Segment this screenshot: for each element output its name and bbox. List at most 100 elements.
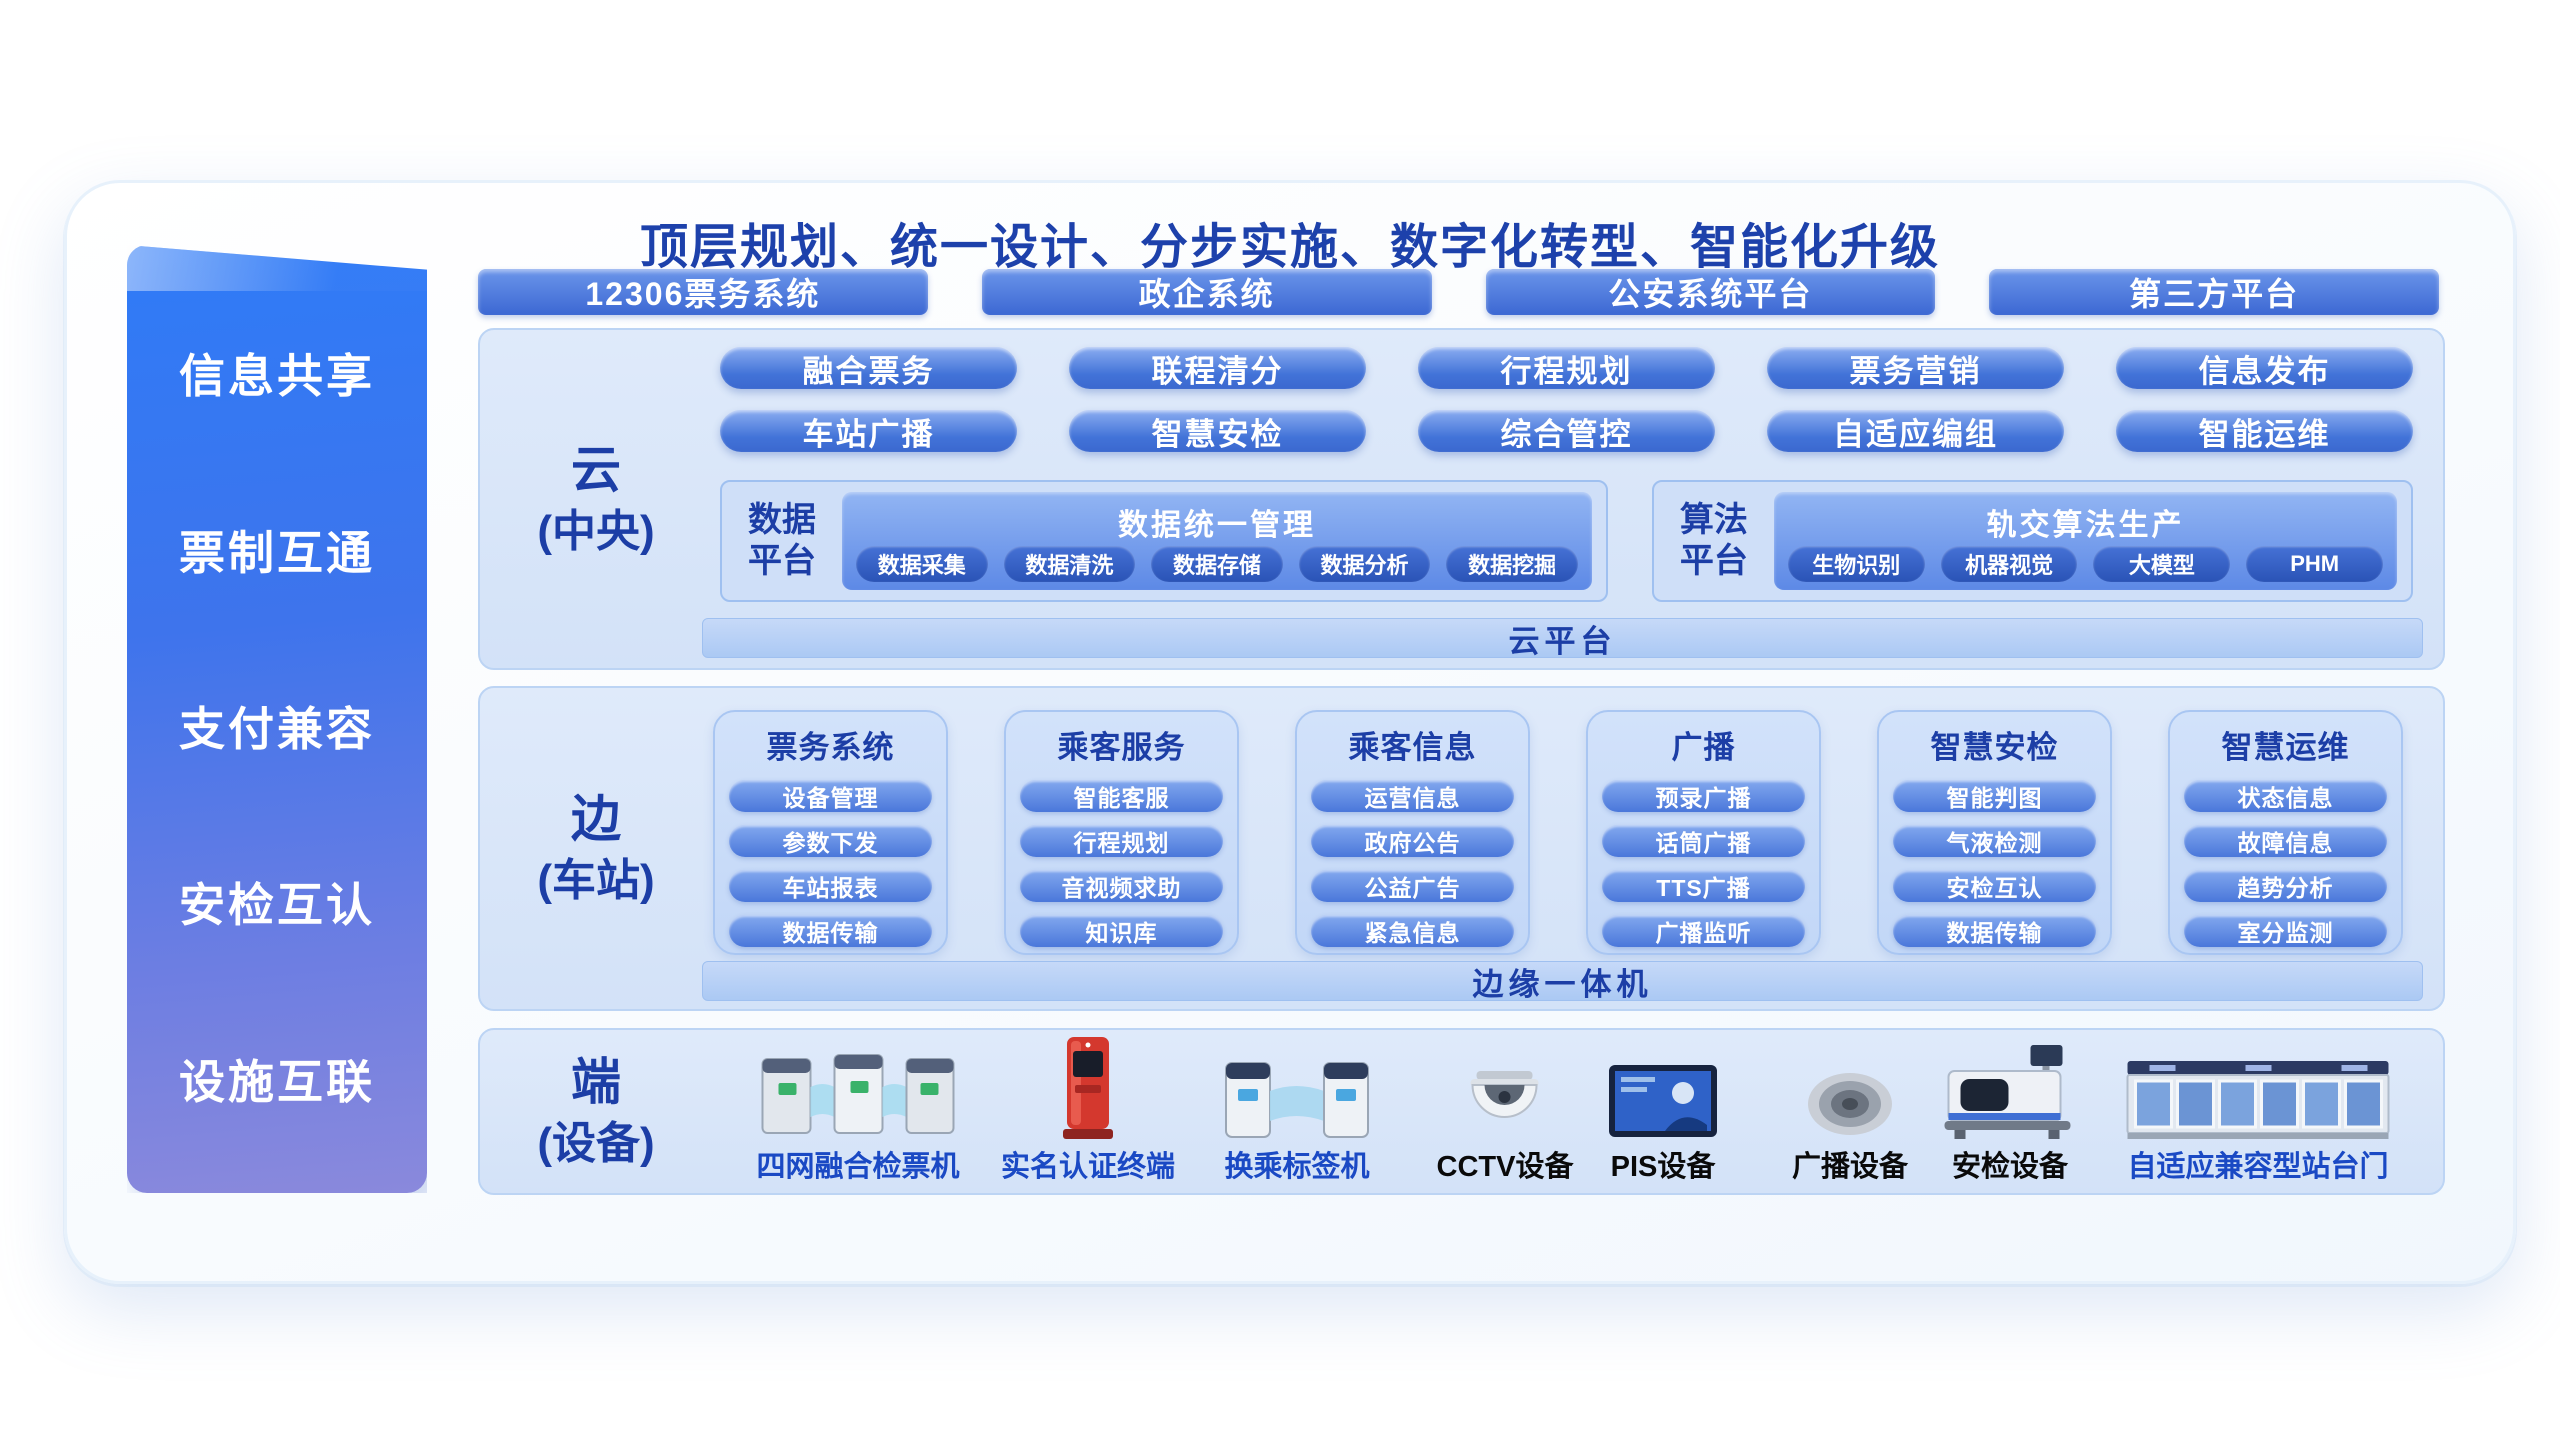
edge-column-title: 智慧运维 <box>2221 730 2350 765</box>
device-label: 自适应兼容型站台门 <box>2127 1151 2389 1183</box>
terminal-layer-label-line2: (设备) <box>537 1119 655 1169</box>
cloud-layer-label-line1: 云 <box>571 441 621 498</box>
edge-function-pill: 话筒广播 <box>1602 825 1805 857</box>
data-platform-label-line1: 数据 <box>748 501 816 540</box>
cloud-app-pill: 联程清分 <box>1069 347 1366 389</box>
terminal-layer-section: 端 (设备) <box>478 1028 2445 1195</box>
platform-door-icon <box>2126 1033 2391 1141</box>
edge-column-smart-maintenance: 智慧运维 状态信息 故障信息 趋势分析 室分监测 <box>2168 710 2403 955</box>
edge-function-pill: 故障信息 <box>2184 825 2387 857</box>
cloud-app-pill: 行程规划 <box>1418 347 1715 389</box>
edge-layer-label-line1: 边 <box>571 791 621 848</box>
edge-function-pill: 紧急信息 <box>1311 915 1514 947</box>
data-unified-management-panel: 数据统一管理 数据采集 数据清洗 数据存储 数据分析 数据挖掘 <box>842 492 1592 590</box>
device-label: 广播设备 <box>1791 1151 1909 1183</box>
edge-column-passenger-info: 乘客信息 运营信息 政府公告 公益广告 紧急信息 <box>1295 710 1530 955</box>
principle-payment-compat: 支付兼容 <box>179 702 375 755</box>
cloud-app-pill: 综合管控 <box>1418 410 1715 452</box>
device-identity-kiosk: 实名认证终端 <box>1001 1033 1175 1185</box>
edge-function-pill: 设备管理 <box>729 780 932 812</box>
principle-security-mutual: 安检互认 <box>179 879 375 932</box>
edge-layer-label: 边 (车站) <box>480 688 712 1009</box>
cloud-app-pill: 自适应编组 <box>1767 410 2064 452</box>
edge-function-pill: 智能判图 <box>1893 780 2096 812</box>
algo-platform-label-line2: 平台 <box>1679 542 1748 580</box>
edge-column-title: 乘客信息 <box>1348 730 1477 765</box>
data-platform-label: 数据 平台 <box>736 500 828 582</box>
principle-info-sharing: 信息共享 <box>179 350 375 403</box>
edge-function-pill: 政府公告 <box>1311 825 1514 857</box>
fare-gate-icon <box>760 1033 955 1141</box>
cloud-app-pill: 票务营销 <box>1767 347 2064 389</box>
algo-capability-pill: 机器视觉 <box>1940 546 2078 582</box>
algo-platform-label-line1: 算法 <box>1679 501 1748 540</box>
algo-capability-pill: 生物识别 <box>1787 546 1925 582</box>
edge-function-pill: 运营信息 <box>1311 780 1514 812</box>
data-capability-pill: 数据分析 <box>1298 546 1431 582</box>
edge-column-broadcast: 广播 预录广播 话筒广播 TTS广播 广播监听 <box>1586 710 1821 955</box>
edge-function-pill: TTS广播 <box>1602 870 1805 902</box>
identity-kiosk-icon <box>1059 1033 1117 1141</box>
device-label: 实名认证终端 <box>1000 1151 1176 1183</box>
edge-function-pill: 气液检测 <box>1893 825 2096 857</box>
edge-function-pill: 参数下发 <box>729 825 932 857</box>
edge-column-title: 智慧安检 <box>1930 730 2059 765</box>
cloud-app-pill: 智能运维 <box>2116 410 2413 452</box>
device-label: 换乘标签机 <box>1224 1151 1370 1183</box>
edge-column-passenger-service: 乘客服务 智能客服 行程规划 音视频求助 知识库 <box>1004 710 1239 955</box>
edge-function-pill: 趋势分析 <box>2184 870 2387 902</box>
device-speaker: 广播设备 <box>1792 1033 1908 1185</box>
data-capability-pill: 数据采集 <box>856 546 988 582</box>
cloud-layer-label-line2: (中央) <box>537 506 655 556</box>
data-platform-box: 数据 平台 数据统一管理 数据采集 数据清洗 数据存储 数据分析 数据挖掘 <box>720 480 1608 602</box>
cloud-apps-row1: 融合票务 联程清分 行程规划 票务营销 信息发布 <box>720 347 2413 389</box>
edge-layer-section: 边 (车站) 票务系统 设备管理 参数下发 车站报表 数据传输 乘客服务 智能客… <box>478 686 2445 1011</box>
algo-platform-box: 算法 平台 轨交算法生产 生物识别 机器视觉 大模型 PHM <box>1651 480 2413 602</box>
algo-production-panel: 轨交算法生产 生物识别 机器视觉 大模型 PHM <box>1773 492 2397 590</box>
devices-row: 四网融合检票机 实名认证终端 <box>712 1030 2423 1193</box>
device-label: 安检设备 <box>1951 1151 2068 1183</box>
cloud-apps-row2: 车站广播 智慧安检 综合管控 自适应编组 智能运维 <box>720 410 2413 452</box>
edge-column-title: 乘客服务 <box>1057 730 1186 765</box>
cloud-layer-section: 云 (中央) 融合票务 联程清分 行程规划 票务营销 信息发布 车站广播 智慧安… <box>478 328 2445 670</box>
device-label: 四网融合检票机 <box>756 1151 960 1183</box>
pis-display-icon <box>1607 1033 1719 1141</box>
algo-capability-pill: 大模型 <box>2093 546 2231 582</box>
cloud-layer-label: 云 (中央) <box>480 330 712 668</box>
cloud-platform-bar: 云平台 <box>702 618 2423 659</box>
edge-all-in-one-bar: 边缘一体机 <box>702 961 2423 1002</box>
diagram-card: 顶层规划、统一设计、分步实施、数字化转型、智能化升级 信息共享 票制互通 支付兼… <box>64 180 2516 1284</box>
cctv-camera-icon <box>1461 1033 1549 1141</box>
edge-function-pill: 音视频求助 <box>1020 870 1223 902</box>
edge-function-pill: 数据传输 <box>729 915 932 947</box>
data-capability-pill: 数据清洗 <box>1003 546 1136 582</box>
external-system-public-security: 公安系统平台 <box>1485 269 1936 315</box>
device-label: CCTV设备 <box>1436 1151 1574 1183</box>
edge-layer-label-line2: (车站) <box>537 856 655 906</box>
xray-scanner-icon <box>1943 1033 2078 1141</box>
algo-platform-label: 算法 平台 <box>1668 500 1760 582</box>
device-xray: 安检设备 <box>1943 1033 2078 1185</box>
data-unified-management-title: 数据统一管理 <box>1117 509 1316 542</box>
cloud-app-pill: 智慧安检 <box>1069 410 1366 452</box>
algo-platform-pills: 生物识别 机器视觉 大模型 PHM <box>1787 546 2384 582</box>
edge-function-pill: 状态信息 <box>2184 780 2387 812</box>
device-platform-door: 自适应兼容型站台门 <box>2126 1033 2391 1185</box>
cloud-app-pill: 车站广播 <box>720 410 1017 452</box>
device-label: PIS设备 <box>1610 1151 1716 1183</box>
cloud-app-pill: 融合票务 <box>720 347 1017 389</box>
terminal-layer-label-line1: 端 <box>571 1054 621 1111</box>
edge-function-pill: 智能客服 <box>1020 780 1223 812</box>
edge-function-pill: 公益广告 <box>1311 870 1514 902</box>
terminal-layer-label: 端 (设备) <box>480 1030 712 1193</box>
edge-column-title: 广播 <box>1671 730 1736 765</box>
edge-column-ticketing: 票务系统 设备管理 参数下发 车站报表 数据传输 <box>713 710 948 955</box>
edge-column-title: 票务系统 <box>766 730 895 765</box>
device-cctv: CCTV设备 <box>1436 1033 1574 1185</box>
cloud-app-pill: 信息发布 <box>2116 347 2413 389</box>
data-platform-pills: 数据采集 数据清洗 数据存储 数据分析 数据挖掘 <box>856 546 1578 582</box>
transfer-gate-icon <box>1222 1033 1372 1141</box>
external-system-third-party: 第三方平台 <box>1989 269 2439 315</box>
external-system-gov-enterprise: 政企系统 <box>981 269 1432 315</box>
